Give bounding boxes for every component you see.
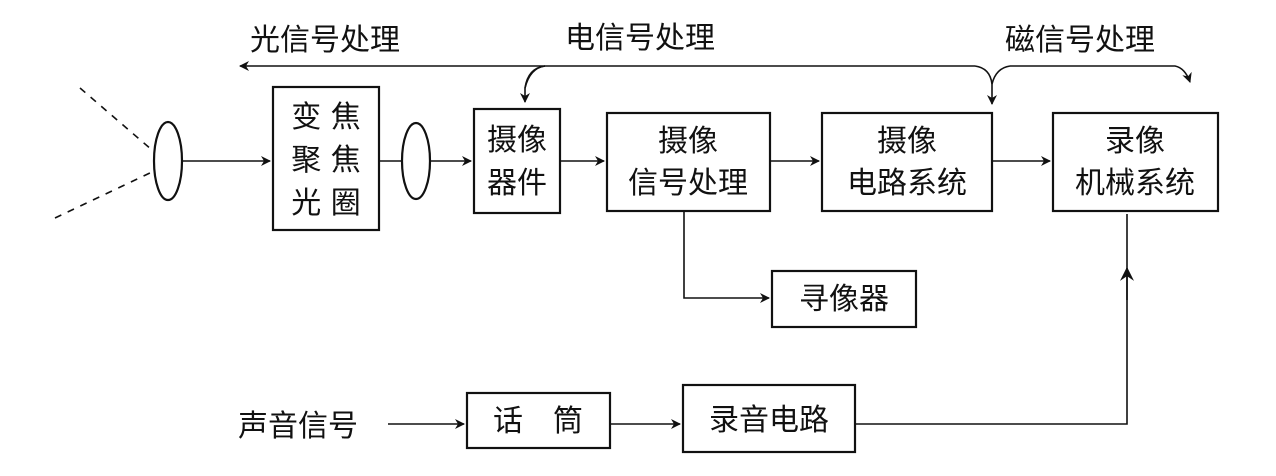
circuit-line-2: 电路系统 — [847, 166, 967, 201]
audio-recording-circuit-box — [681, 383, 857, 454]
brace-right-curve — [974, 65, 993, 85]
vcr-mechanical-system-box — [1051, 111, 1220, 213]
sensor-line-2: 器件 — [487, 166, 547, 201]
audio-rec-label: 录音电路 — [709, 403, 829, 438]
front-lens — [152, 120, 184, 202]
electrical-processing-label: 电信号处理 — [565, 21, 715, 56]
viewfinder-box — [770, 269, 918, 329]
circuit-line-1: 摄像 — [877, 124, 937, 159]
rear-lens — [400, 121, 432, 201]
microphone-label: 话 筒 — [493, 404, 583, 439]
zoom-line-3: 光 圈 — [291, 186, 361, 221]
microphone-box — [465, 391, 612, 450]
brace-right-join — [991, 65, 1011, 85]
light-ray-lower — [54, 171, 153, 219]
proc-line-2: 信号处理 — [628, 166, 748, 201]
zoom-focus-iris-box — [271, 85, 381, 232]
arrow-proc-to-viewfinder — [683, 211, 770, 303]
sensor-line-1: 摄像 — [487, 123, 547, 158]
brace-left-join — [524, 65, 546, 89]
magnetic-processing-label: 磁信号处理 — [1005, 23, 1155, 58]
zoom-line-1: 变 焦 — [291, 100, 361, 135]
zoom-line-2: 聚 焦 — [291, 143, 361, 178]
vcr-line-1: 录像 — [1105, 124, 1165, 159]
viewfinder-label: 寻像器 — [799, 282, 889, 317]
optical-processing-label: 光信号处理 — [250, 23, 400, 58]
image-sensor-box — [472, 107, 562, 215]
audio-signal-label: 声音信号 — [238, 409, 358, 444]
camera-circuit-system-box — [820, 111, 994, 213]
proc-line-1: 摄像 — [658, 124, 718, 159]
brace-right-arrow — [1010, 65, 1192, 83]
vcr-line-2: 机械系统 — [1075, 166, 1195, 201]
light-ray-upper — [79, 87, 153, 151]
camera-signal-processing-box — [605, 111, 772, 213]
